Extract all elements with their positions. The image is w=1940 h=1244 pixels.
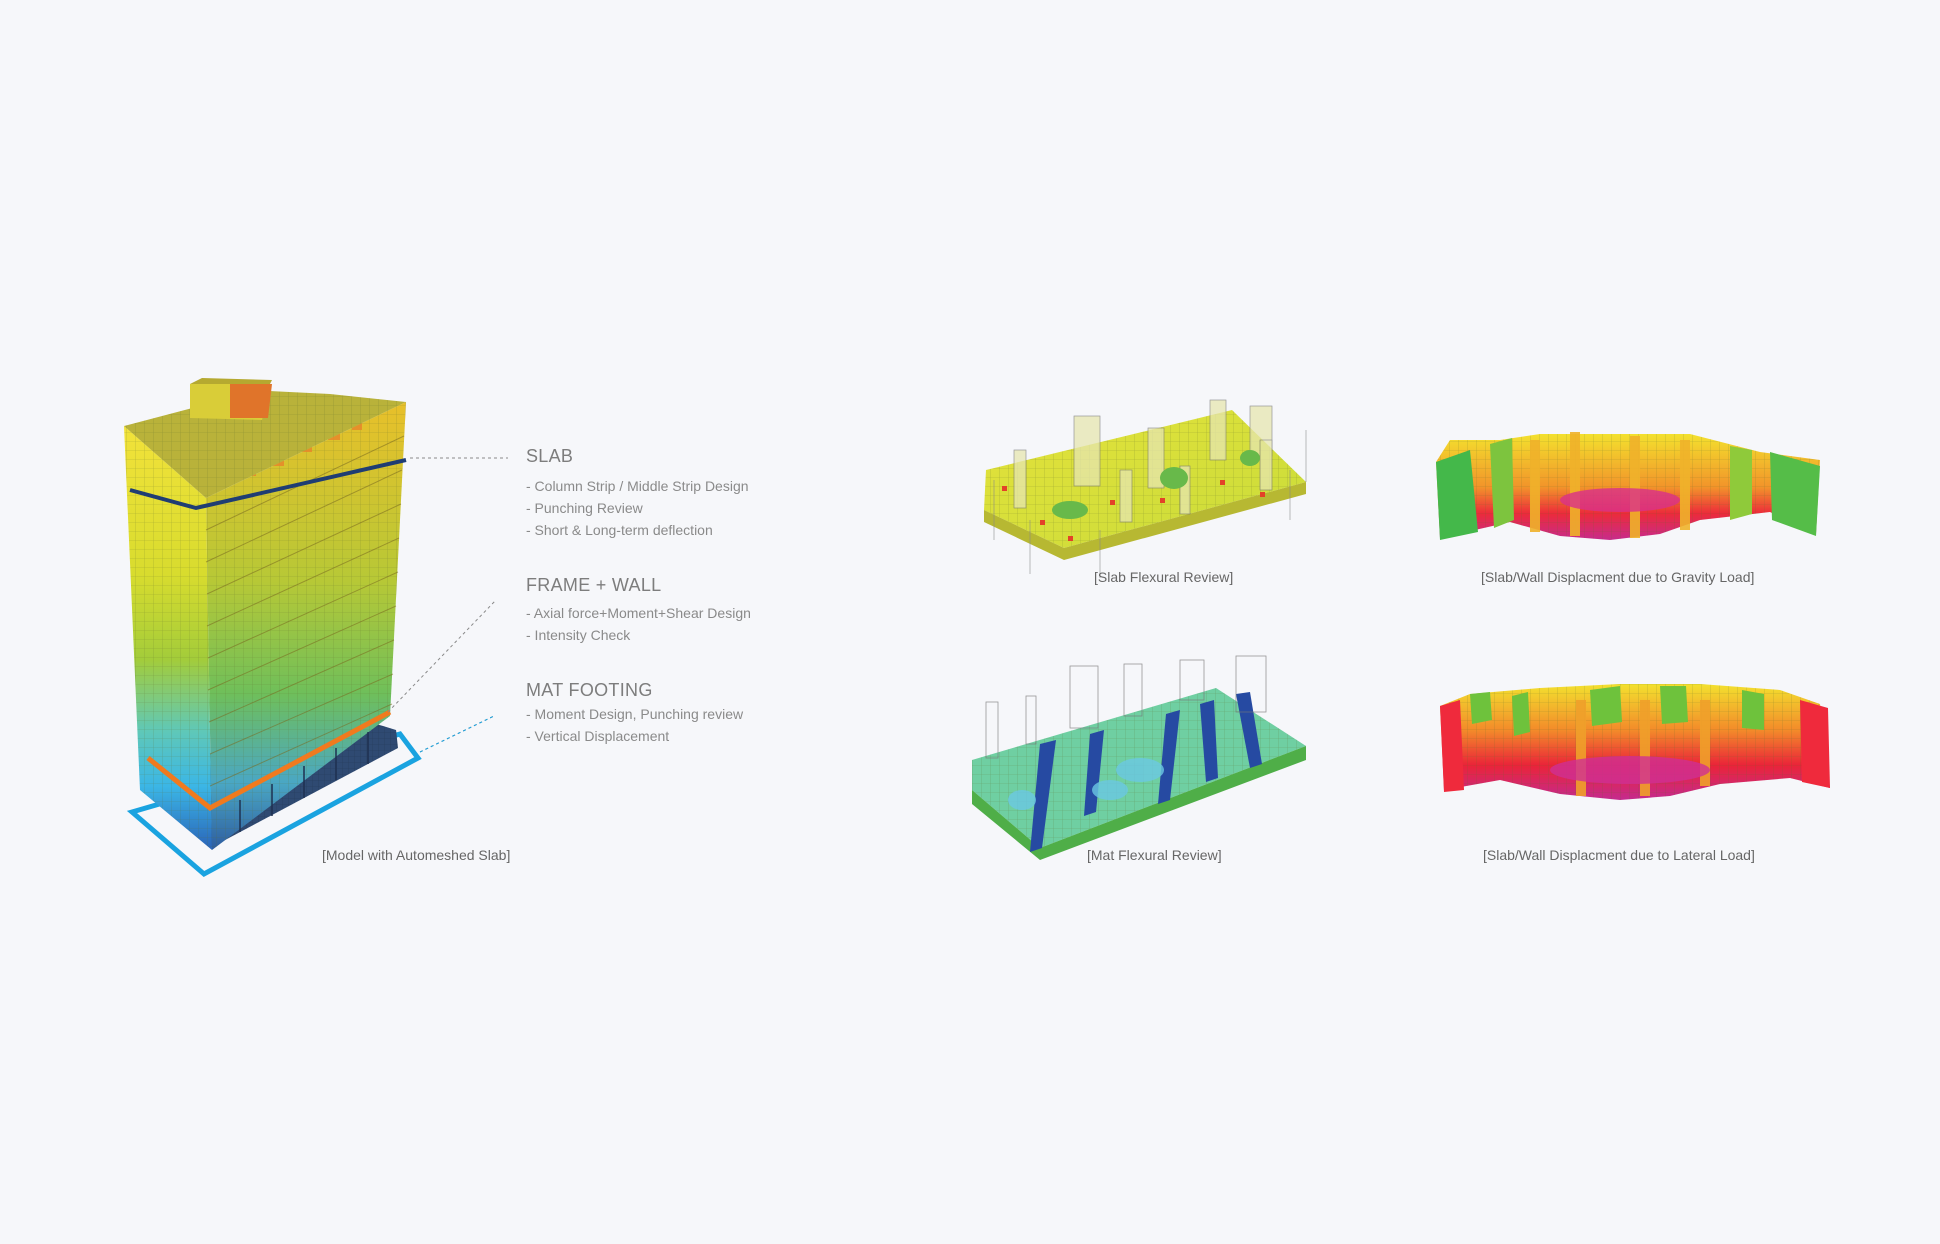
slab-section: SLAB - Column Strip / Middle Strip Desig… <box>526 446 749 541</box>
slab-flexural-image <box>984 399 1307 578</box>
mat-flexural-image <box>972 655 1306 860</box>
caption-model: [Model with Automeshed Slab] <box>322 847 511 863</box>
slab-title: SLAB <box>526 446 574 466</box>
frame-line <box>146 709 392 811</box>
gravity-displacement-image <box>1436 432 1820 540</box>
frame-wall-item: - Axial force+Moment+Shear Design <box>526 605 751 621</box>
building-model-image <box>124 378 422 878</box>
leader-lines <box>387 457 508 753</box>
frame-wall-item: - Intensity Check <box>526 627 631 643</box>
caption-slab-flexural: [Slab Flexural Review] <box>1094 569 1234 585</box>
caption-lateral: [Slab/Wall Displacment due to Lateral Lo… <box>1483 847 1755 863</box>
mat-footing-item: - Vertical Displacement <box>526 728 670 744</box>
caption-mat-flexural: [Mat Flexural Review] <box>1087 847 1222 863</box>
mat-footing-item: - Moment Design, Punching review <box>526 706 744 722</box>
slab-line <box>129 458 407 511</box>
caption-gravity: [Slab/Wall Displacment due to Gravity Lo… <box>1481 569 1755 585</box>
slab-item: - Punching Review <box>526 500 643 516</box>
mat-footing-section: MAT FOOTING - Moment Design, Punching re… <box>526 680 743 747</box>
slab-item: - Column Strip / Middle Strip Design <box>526 478 749 494</box>
mat-footing-title: MAT FOOTING <box>526 680 653 700</box>
slab-item: - Short & Long-term deflection <box>526 522 713 538</box>
frame-wall-title: FRAME + WALL <box>526 575 662 595</box>
frame-wall-section: FRAME + WALL - Axial force+Moment+Shear … <box>526 575 751 646</box>
lateral-displacement-image <box>1440 684 1830 800</box>
